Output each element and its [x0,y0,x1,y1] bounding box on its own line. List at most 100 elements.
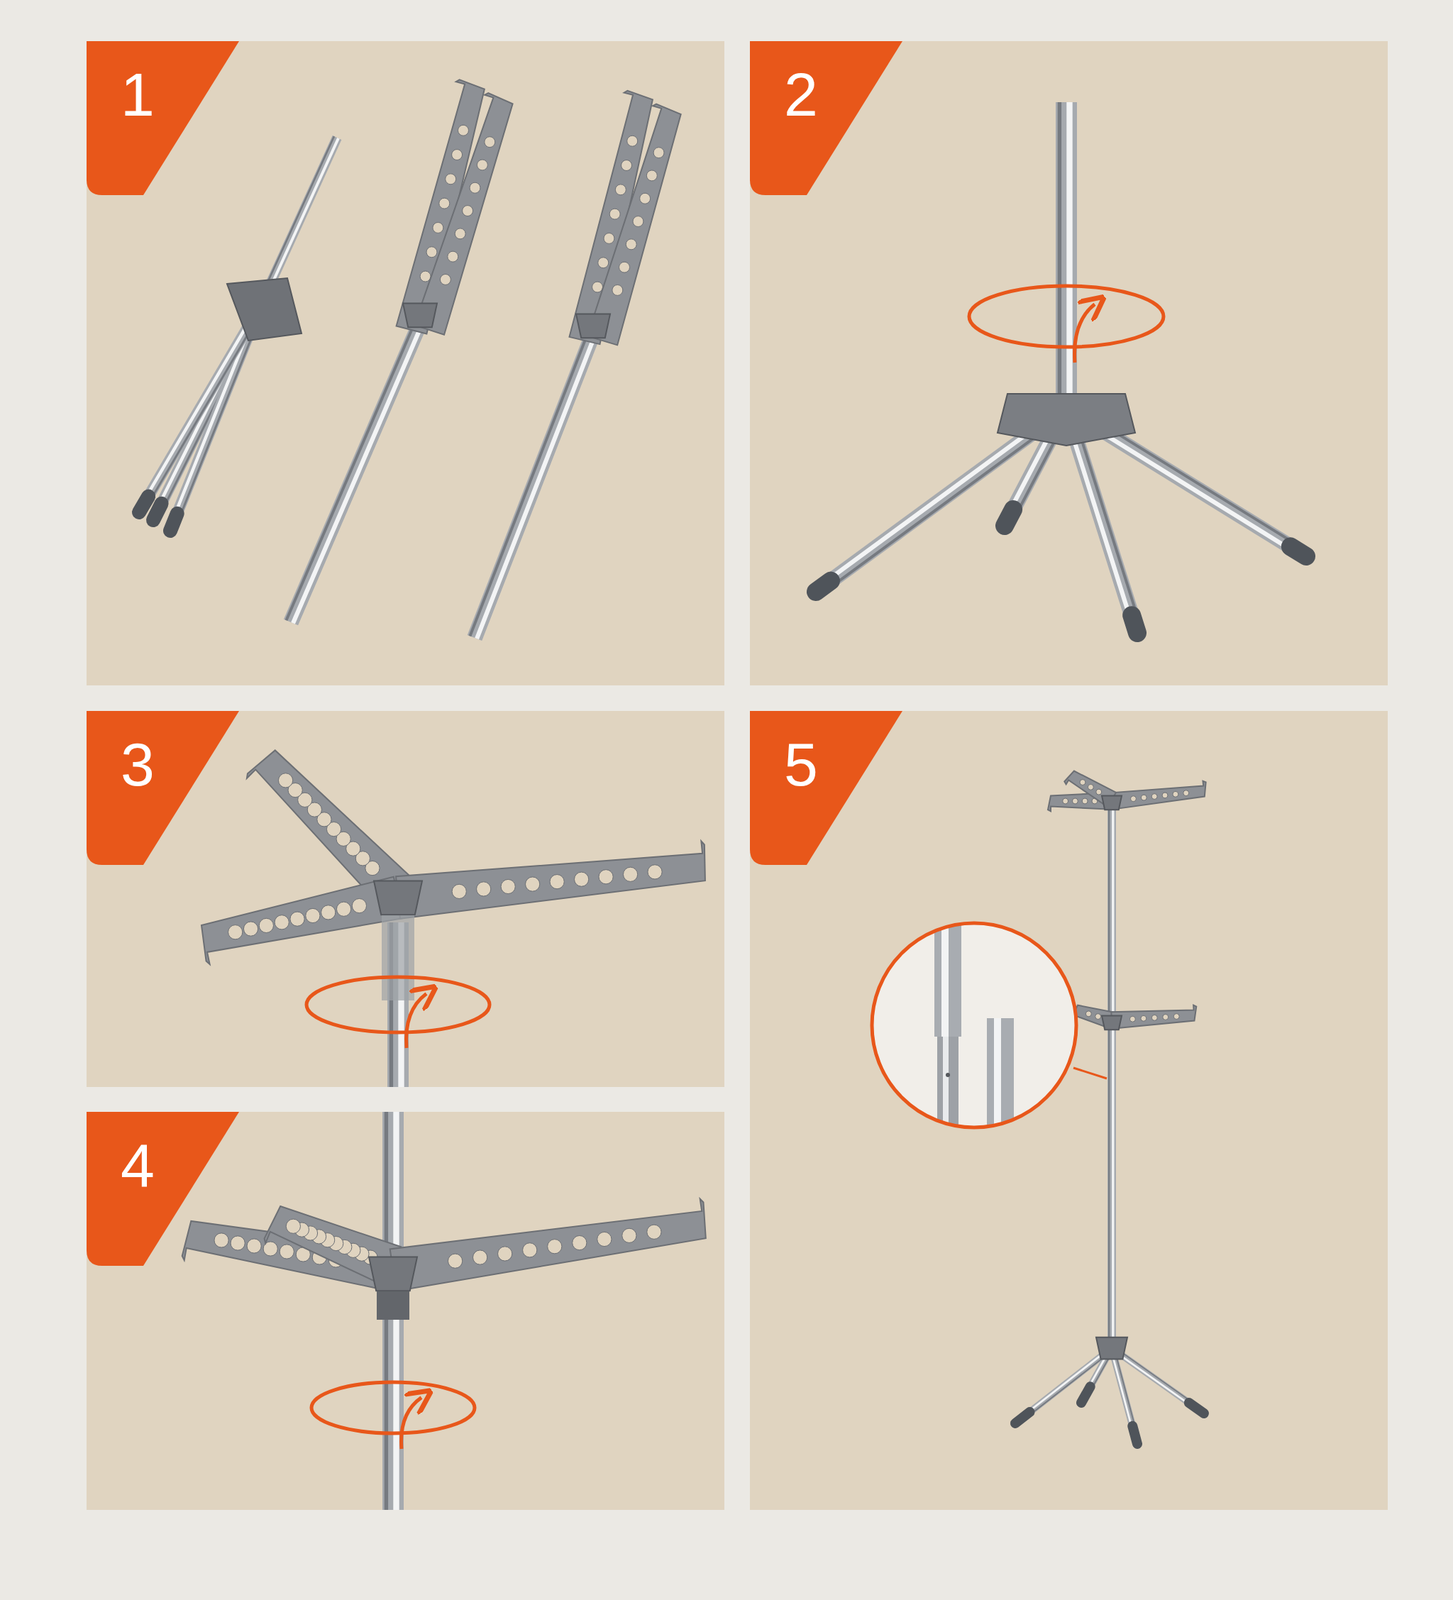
rotate-arrow [406,993,427,1048]
hanger-hole [432,222,444,233]
hanger-hole [525,876,540,892]
hanger-hole [573,871,589,887]
hanger-hole [653,147,665,159]
hanger-hole [612,284,623,296]
rotate-ring [969,285,1164,347]
hanger-hole [547,1239,562,1254]
tube-highlight [941,923,949,1037]
foot-cap [1081,1386,1091,1403]
tube-highlight [993,1018,1002,1139]
hanger-hole [476,159,488,171]
pole-highlight [137,305,259,512]
hanger-arm [587,104,682,346]
hanger-hole [1140,794,1147,801]
leg-hub [997,393,1136,446]
hanger-hole [1173,1013,1180,1020]
hanger-hole [279,1244,294,1259]
pole [290,326,419,623]
hanger-hole [351,898,367,913]
hanger-hole [1151,793,1158,800]
rotate-arrow [1074,304,1095,363]
panel [86,41,725,686]
hanger-hole [447,1253,462,1268]
step-number: 2 [761,51,841,137]
hanger-hole [1140,1015,1147,1021]
hanger-hole [598,869,613,885]
pole-shade [469,334,587,636]
pole-highlight [293,327,421,623]
step-tab [749,41,903,196]
hanger-hole [1183,790,1190,797]
hanger-hole [615,184,626,196]
hanger-hole [598,257,609,269]
hanger-hole [1087,783,1094,790]
pole [1111,1347,1204,1414]
step-number: 3 [98,721,177,807]
inset-ring [871,923,1077,1128]
hanger-hole [230,1235,245,1251]
hanger-hole [522,1242,538,1258]
hanger-hole [1129,1015,1136,1022]
hanger-hole [321,905,336,920]
hanger-hole [1085,1010,1092,1017]
hanger-hole [549,874,565,889]
panel [749,710,1388,1510]
pole-shade [286,324,415,621]
hanger-hole [447,251,459,262]
hanger-hole [285,1218,301,1234]
hanger-hole [484,136,496,148]
foot-cap [139,496,149,513]
hanger-arm [395,840,706,919]
hanger-hole [632,216,644,228]
tube-insert [937,1036,959,1129]
pole-shade [141,307,264,515]
hanger-hole [445,173,457,185]
inset-ground [871,923,1077,1128]
tube-highlight [942,1036,949,1129]
panel [86,1111,725,1510]
foot-cap [153,503,162,521]
pole-highlight [1111,1348,1204,1414]
arm-sleeve [376,1291,410,1320]
hanger-hole [469,182,481,193]
pole [474,336,592,638]
hanger-hole [214,1233,229,1248]
hanger-arm [414,92,513,335]
hanger-hole [592,281,604,293]
hanger-hole [603,232,615,244]
pole-highlight [1111,800,1114,1347]
hanger-hole [454,228,466,240]
hanger-hole [246,1238,262,1253]
foot-cap [170,513,178,531]
hanger-hole [500,879,516,894]
hanger-hole [1096,788,1102,795]
step-tab [749,710,903,865]
folded-hub [227,278,302,341]
hub [1096,1337,1128,1360]
hanger-hole [1079,779,1086,786]
hanger-hole [622,866,638,882]
hanger-hole [458,124,469,136]
pole [139,305,261,513]
hanger-hole [597,1231,612,1246]
foot-cap [815,581,831,592]
hanger-hole [572,1235,587,1250]
hanger-arm [201,876,403,965]
hub [576,314,611,339]
leader-line [1073,1067,1107,1079]
foot-cap [1189,1402,1204,1414]
rotate-ring [311,1382,475,1434]
hanger-arm [1111,781,1207,810]
hanger-hole [290,911,305,926]
hanger-hole [1162,792,1168,799]
pole-highlight [1066,102,1073,403]
tube-upper [934,923,962,1037]
foot-cap [1131,615,1138,633]
step-number: 4 [98,1122,177,1208]
hanger-hole [305,908,320,923]
hanger-hole [647,1224,662,1239]
hanger-arm [390,1199,706,1292]
hanger-hole [1081,798,1088,804]
hanger-hole [473,1250,488,1265]
